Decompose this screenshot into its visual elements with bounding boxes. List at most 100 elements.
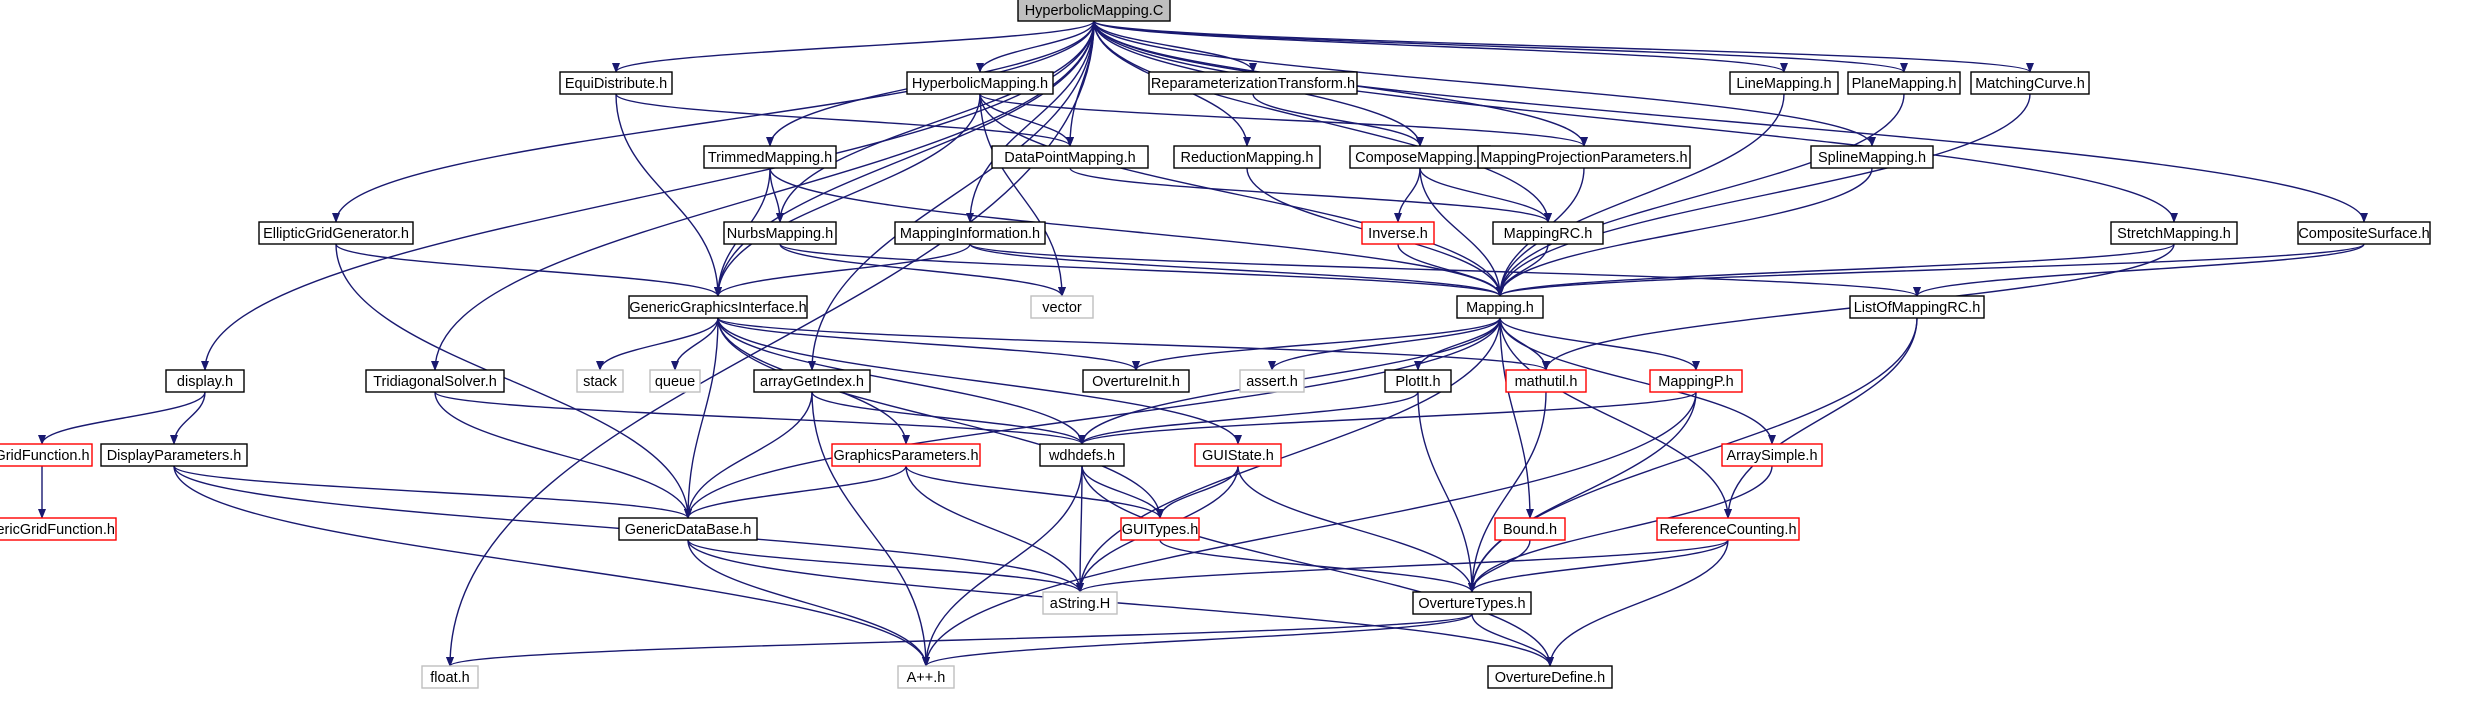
edge-genericdatabase-to-astring: [687, 539, 1084, 593]
node-box: [1970, 71, 2090, 95]
node-assert: assert.h: [1239, 369, 1305, 393]
node-composemapping[interactable]: ComposeMapping.h: [1349, 145, 1491, 169]
node-label: queue: [655, 374, 695, 390]
node-overturedefine[interactable]: OvertureDefine.h: [1487, 665, 1613, 689]
node-genericdatabase[interactable]: GenericDataBase.h: [618, 517, 758, 541]
node-box: [1505, 369, 1587, 393]
edge-root-to-tridiagonal: [431, 20, 1095, 371]
edge-root-to-arraygetindex: [808, 20, 1095, 371]
edge-genericdatabase-to-app: [687, 539, 930, 667]
edge-listofmappingrc-to-refcounting: [1724, 317, 1918, 519]
node-reparam[interactable]: ReparameterizationTransform.h: [1148, 71, 1358, 95]
node-plotit[interactable]: PlotIt.h: [1384, 369, 1452, 393]
node-label: ReparameterizationTransform.h: [1151, 76, 1355, 92]
node-label: HyperbolicMapping.C: [1025, 3, 1164, 19]
edge-graphicsparams-to-guitypes: [905, 465, 1164, 519]
node-mappinginformation[interactable]: MappingInformation.h: [894, 221, 1046, 245]
node-stretchmapping[interactable]: StretchMapping.h: [2110, 221, 2238, 245]
node-box: [703, 145, 837, 169]
edge-overturetypes-to-app: [922, 613, 1473, 667]
edge-mapping-h-to-genericdatabase: [684, 317, 1501, 519]
node-matchingcurve[interactable]: MatchingCurve.h: [1970, 71, 2090, 95]
node-mapping-h[interactable]: Mapping.h: [1456, 295, 1544, 319]
node-label: float.h: [430, 670, 470, 686]
node-box: [628, 295, 808, 319]
node-label: ReductionMapping.h: [1180, 150, 1313, 166]
node-astring: aString.H: [1042, 591, 1118, 615]
node-label: display.h: [177, 374, 233, 390]
node-splinemapping[interactable]: SplineMapping.h: [1810, 145, 1934, 169]
node-box: [1649, 369, 1743, 393]
node-nurbsmapping[interactable]: NurbsMapping.h: [723, 221, 837, 245]
node-linemapping[interactable]: LineMapping.h: [1729, 71, 1839, 95]
node-label: CompositeSurface.h: [2298, 226, 2429, 242]
node-label: mathutil.h: [1515, 374, 1578, 390]
node-box: [1849, 295, 1985, 319]
node-guitypes[interactable]: GUITypes.h: [1120, 517, 1200, 541]
edge-composemapping-to-mappingrc: [1419, 167, 1552, 223]
node-display[interactable]: display.h: [165, 369, 245, 393]
node-arraysimple[interactable]: ArraySimple.h: [1721, 443, 1823, 467]
edge-composemapping-to-mapping-h: [1419, 167, 1504, 297]
node-box: [897, 665, 955, 689]
node-overtureinit[interactable]: OvertureInit.h: [1082, 369, 1190, 393]
node-mappingp[interactable]: MappingP.h: [1649, 369, 1743, 393]
edge-bound-to-overturetypes: [1468, 539, 1531, 593]
edge-ggi-to-wdhdefs: [717, 317, 1086, 445]
edge-linemapping-to-mapping-h: [1496, 93, 1785, 297]
node-label: DisplayParameters.h: [107, 448, 242, 464]
node-box: [1487, 665, 1613, 689]
node-box: [1456, 295, 1544, 319]
node-guistate[interactable]: GUIState.h: [1194, 443, 1282, 467]
node-datapointmapping[interactable]: DataPointMapping.h: [991, 145, 1149, 169]
edge-refcounting-to-overturetypes: [1468, 539, 1729, 593]
node-compositesurface[interactable]: CompositeSurface.h: [2297, 221, 2431, 245]
node-box: [1030, 295, 1094, 319]
edge-refcounting-to-overturedefine: [1546, 539, 1729, 667]
node-equidistribute[interactable]: EquiDistribute.h: [559, 71, 673, 95]
edge-plotit-to-wdhdefs: [1078, 391, 1419, 445]
edge-root-to-datapointmapping: [1066, 20, 1095, 147]
edge-stretchmapping-to-mapping-h: [1496, 243, 2175, 297]
edge-mapping-h-to-plotit: [1414, 317, 1501, 371]
node-box: [1492, 221, 1604, 245]
edge-mathutil-to-overturetypes: [1468, 391, 1547, 593]
node-listofmappingrc[interactable]: ListOfMappingRC.h: [1849, 295, 1985, 319]
node-overturetypes[interactable]: OvertureTypes.h: [1412, 591, 1532, 615]
node-displayparams[interactable]: DisplayParameters.h: [100, 443, 248, 467]
node-reductionmapping[interactable]: ReductionMapping.h: [1173, 145, 1321, 169]
node-mappingrc[interactable]: MappingRC.h: [1492, 221, 1604, 245]
node-label: SplineMapping.h: [1818, 150, 1926, 166]
node-box: [618, 517, 758, 541]
edge-root-to-compositesurface: [1093, 20, 2368, 223]
edge-mappinginformation-to-listofmappingrc: [969, 243, 1921, 297]
node-vector: vector: [1030, 295, 1094, 319]
node-bound[interactable]: Bound.h: [1494, 517, 1566, 541]
node-wdhdefs[interactable]: wdhdefs.h: [1039, 443, 1125, 467]
node-ggi[interactable]: GenericGraphicsInterface.h: [628, 295, 808, 319]
node-hyperbolicmapping-h[interactable]: HyperbolicMapping.h: [906, 71, 1054, 95]
node-ellipticgrid[interactable]: EllipticGridGenerator.h: [258, 221, 414, 245]
node-trimmedmapping[interactable]: TrimmedMapping.h: [703, 145, 837, 169]
node-arraygetindex[interactable]: arrayGetIndex.h: [753, 369, 871, 393]
node-inverse[interactable]: Inverse.h: [1361, 221, 1435, 245]
edge-matchingcurve-to-mapping-h: [1496, 93, 2031, 297]
node-gridfunction[interactable]: GridFunction.h: [0, 443, 93, 467]
node-box: [2297, 221, 2431, 245]
node-box: [1173, 145, 1321, 169]
node-planemapping[interactable]: PlaneMapping.h: [1847, 71, 1961, 95]
node-box: [723, 221, 837, 245]
edge-ggi-to-guistate: [717, 317, 1242, 445]
node-tridiagonal[interactable]: TridiagonalSolver.h: [365, 369, 505, 393]
node-genericgridfunction[interactable]: GenericGridFunction.h: [0, 517, 117, 541]
node-label: MappingP.h: [1658, 374, 1734, 390]
node-label: Inverse.h: [1368, 226, 1428, 242]
node-root[interactable]: HyperbolicMapping.C: [1017, 0, 1171, 22]
node-mappingprojection[interactable]: MappingProjectionParameters.h: [1477, 145, 1691, 169]
node-refcounting[interactable]: ReferenceCounting.h: [1656, 517, 1800, 541]
node-graphicsparams[interactable]: GraphicsParameters.h: [831, 443, 981, 467]
edge-composemapping-to-inverse: [1394, 167, 1421, 223]
node-box: [258, 221, 414, 245]
node-float: float.h: [421, 665, 479, 689]
node-mathutil[interactable]: mathutil.h: [1505, 369, 1587, 393]
